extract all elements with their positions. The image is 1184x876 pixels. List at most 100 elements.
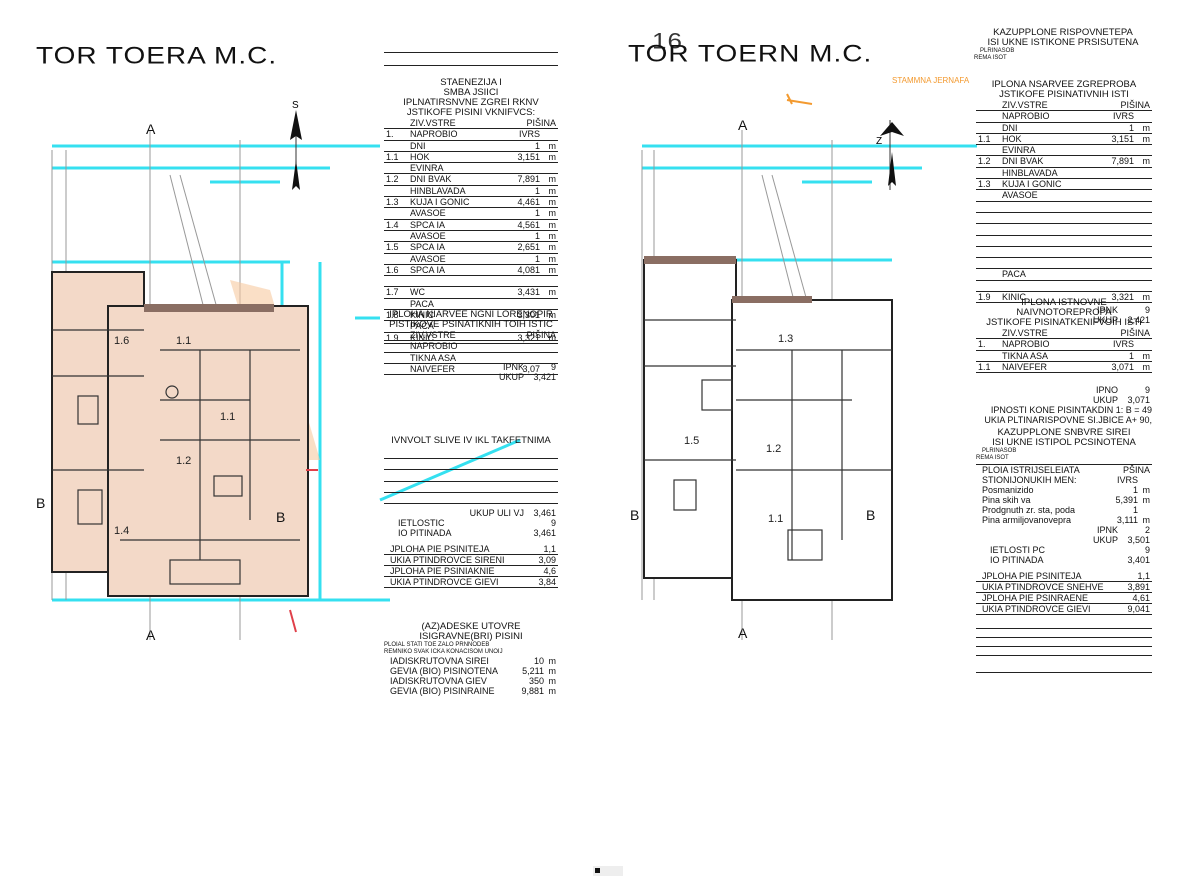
table-row: HINBLAVADA — [976, 168, 1152, 180]
col-head-name: ZIV.VSTRE — [1002, 328, 1048, 338]
header-small: REMA ISOT — [974, 55, 1007, 61]
ostalo-label: IETLOSTI PC — [990, 545, 1046, 555]
header-line: ISI UKNE ISTIKONE PRSISUTENA — [987, 37, 1139, 48]
interior-walls — [52, 329, 300, 585]
ostalo-line: IETLOSTIC 9 — [384, 518, 558, 528]
table-row — [976, 213, 1152, 225]
cell-no: 1.6 — [386, 264, 399, 275]
cell-no: 1.4 — [386, 219, 399, 230]
bottom-header: ISIGRAVNE(BRI) PISINI — [419, 631, 523, 642]
section-mark-a-bottom: A — [146, 627, 156, 643]
plan-block-left — [643, 259, 737, 579]
row-label: JPLOHA PIE PSINRAENE — [982, 593, 1089, 603]
table-header-line: PISTIKOVE PSINATIKNIH TOIH ISTIC — [389, 319, 553, 330]
header-small: PLRINASOB — [980, 48, 1015, 54]
right-sheet-title: TOR TOERN M.C. — [628, 40, 873, 67]
row-label: UKIA PTINDROVCE SIRENI — [390, 555, 505, 566]
cyan-overlay — [642, 144, 977, 262]
table-col-header: ZIV.VSTRE PIŠINA — [384, 330, 558, 342]
cell-name: SPCA IA — [410, 264, 446, 275]
cell-area: 1 — [534, 208, 540, 219]
cell-name: NAIVEFER — [1002, 361, 1048, 372]
extra-line: UKIA PLTINARISPOVNE SI.JBICE A+ 90, — [984, 415, 1152, 426]
col-head-name: ZIV.VSTRE — [410, 118, 456, 128]
row-label: UKIA PTINDROVCE GIEVI — [982, 604, 1091, 614]
cell-unit: m — [548, 185, 557, 196]
row-value: 1 — [1132, 485, 1138, 495]
row-label: JPLOHA PIE PSINITEJA — [390, 544, 490, 555]
table-header-line: IPLNATIRSNVNE ZGREI RKNV — [403, 97, 539, 108]
right-bottom-table — [976, 628, 1152, 684]
table-header-line: IPLONA NSARVEE ZGREPROBA — [991, 79, 1137, 90]
cell-area: 4,461 — [517, 197, 540, 208]
table-row — [976, 202, 1152, 213]
row-unit: m — [1142, 495, 1151, 505]
cell-name: SPCA IA — [410, 242, 446, 253]
right-sheet: TOR TOERN M.C. 16 — [592, 0, 1184, 876]
cell-name: NAPROBIO — [410, 341, 458, 352]
left-balcony-table: IPLOHA NIARVEE NGNI LORENOPIR PISTIKOVE … — [384, 310, 558, 376]
cell-no: 1.1 — [386, 151, 399, 162]
sum-line: IPNK 9 — [976, 305, 1152, 315]
ostalo-value: 9 — [550, 518, 556, 529]
cell-area: 2,651 — [517, 242, 540, 253]
cell-unit: m — [548, 332, 557, 343]
orange-note: STAMMNA JERNAFA — [892, 76, 970, 85]
mid-header: IVNVOLT SLIVE IV IKL TAKFETNIMA — [391, 435, 551, 446]
cell-unit: m — [548, 140, 557, 151]
right-balcony-table: IPLONA ISTNOVNE NAIVNOTOREPROPA JSTIKOFE… — [976, 298, 1152, 425]
cell-unit: m — [548, 219, 557, 230]
cell-area: 1 — [1128, 122, 1134, 133]
section-mark-b-right: B — [276, 509, 285, 525]
cell-name: TIKNA ASA — [1002, 350, 1049, 361]
sum-label: IPNK — [1096, 305, 1118, 316]
cell-no: 1.1 — [978, 361, 991, 372]
row-label: Pina armiljovanovepra — [982, 515, 1072, 525]
sum-label: IPNK — [1096, 525, 1118, 535]
cell-area: 1 — [534, 140, 540, 151]
row-label: JPLOHA PIE PSINITEJA — [982, 571, 1082, 581]
label-value-row: JPLOHA PIE PSINITEJA 1,1 — [384, 544, 558, 556]
ostalo-label: IETLOSTIC — [398, 518, 445, 529]
table-row — [384, 470, 558, 482]
bottom-header: (AZ)ADESKE UTOVRE — [421, 621, 521, 632]
row-value: 1,1 — [543, 544, 556, 555]
sum-label: UKUP — [498, 371, 524, 382]
cell-name: KINIC — [410, 310, 435, 321]
pitinada-value: 3,401 — [1127, 555, 1150, 565]
table-col-header: ZIV.VSTRE PIŠINA — [384, 118, 558, 130]
row-unit: m — [548, 666, 557, 676]
cell-name: AVASOE — [410, 230, 446, 241]
cell-no: 1.1 — [978, 133, 991, 144]
cell-area: 3,151 — [517, 151, 540, 162]
section-mark-b-left: B — [630, 507, 639, 523]
cell-unit: m — [1142, 361, 1151, 372]
cell-name: KINIC — [1002, 292, 1027, 303]
room-label: 1.1 — [176, 335, 191, 347]
section-mark-a-top: A — [738, 117, 748, 133]
sum-value: 9 — [1144, 305, 1150, 316]
orange-lines — [786, 93, 813, 105]
north-arrow-icon: S — [290, 100, 302, 190]
row-value: 1,1 — [1137, 571, 1150, 581]
cell-area: 3,431 — [517, 287, 540, 298]
